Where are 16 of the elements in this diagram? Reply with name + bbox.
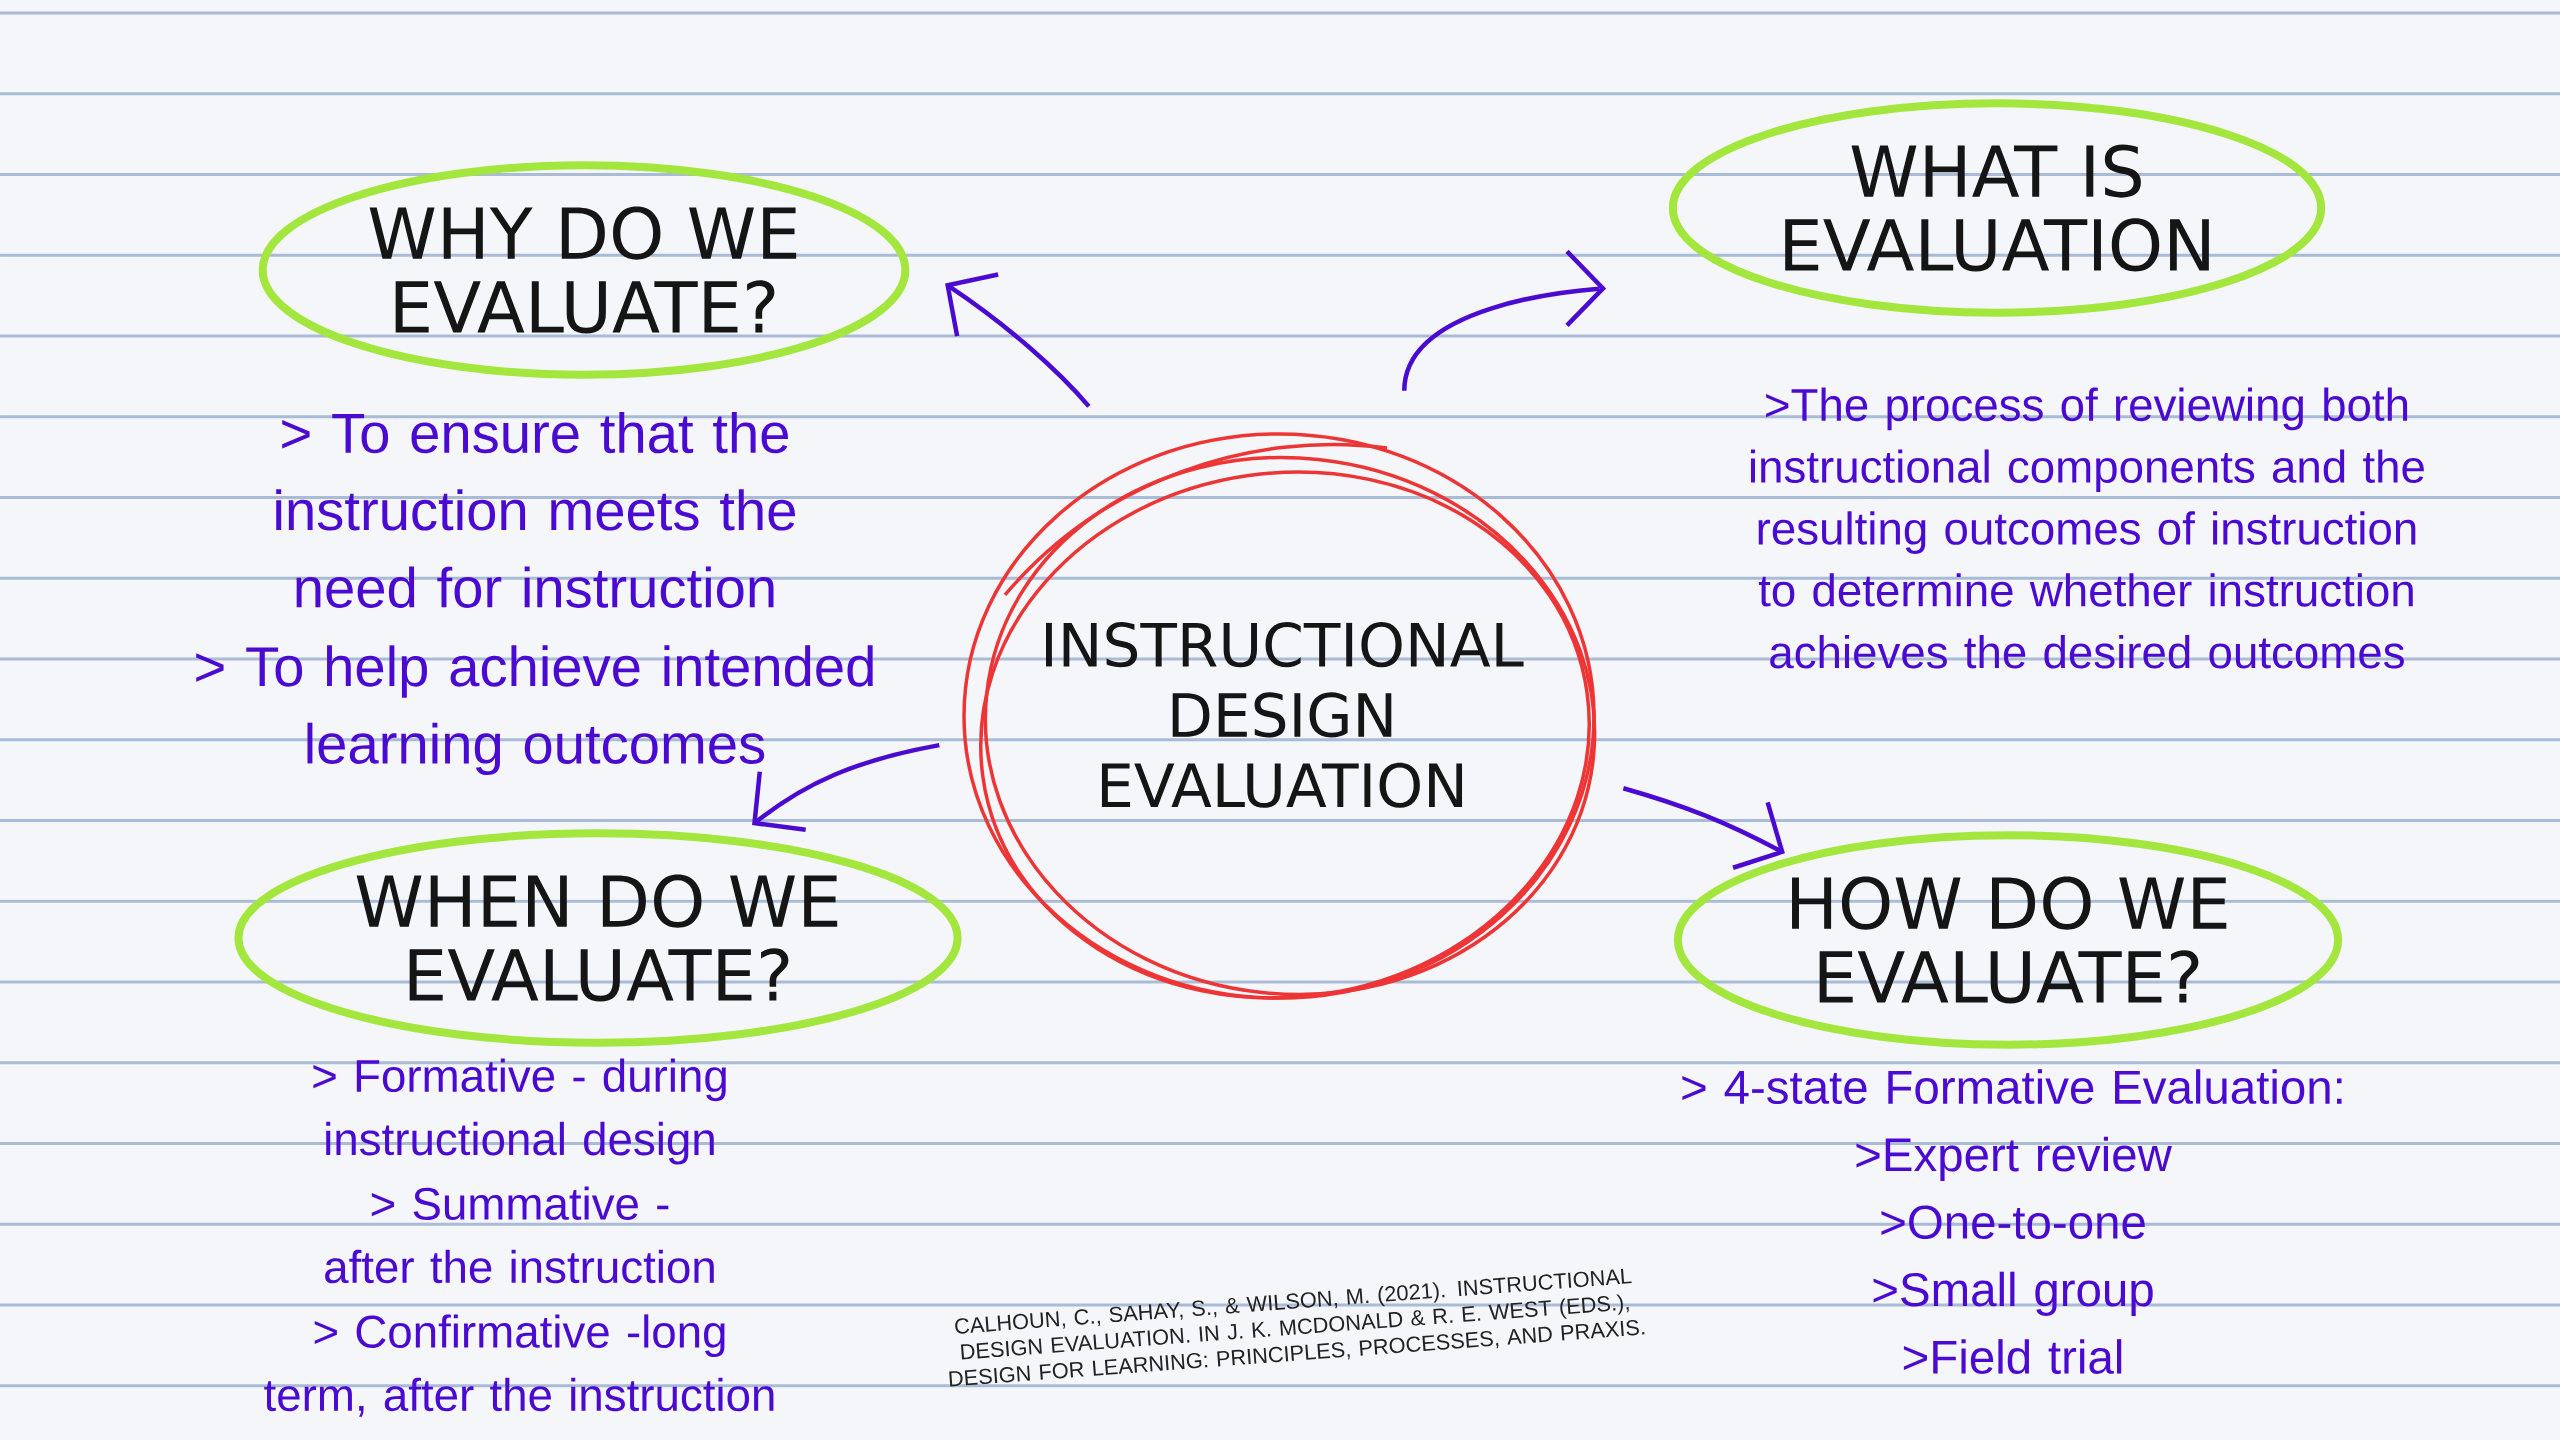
bullet-text: > Summative - after the instruction — [325, 1186, 714, 1284]
bullet-text: >The process of reviewing both instructional components and the resulting outcomes of instruction to determine whether instruction achieves the desired outcomes — [1751, 387, 2424, 669]
bullet-text: >Field trial — [1903, 1339, 2122, 1374]
bullet-text: >One-to-one — [1881, 1205, 2145, 1240]
arrow — [1622, 786, 1785, 870]
bullet-text: > To help achieve intended learning outcomes — [196, 645, 873, 776]
bullet-text: >Small group — [1873, 1271, 2153, 1316]
bullet-text: > To ensure that the instruction meets the need for instruction — [276, 412, 795, 608]
citation-text: CALHOUN, C., SAHAY, S., & WILSON, M. (2021). INSTRUCTIONAL DESIGN EVALUATION. IN J. K. MCDONALD & R. E. WEST (EDS.), DESIGN FOR LEARNING: PRINCIPLES, PROCESSES, AND PRAXIS. — [949, 1268, 1645, 1387]
bullet-text: > Confirmative -long term, after the instruction — [264, 1314, 774, 1417]
bullet-text: >Expert review — [1856, 1136, 2172, 1181]
bullet-text: > 4-state Formative Evaluation: — [1682, 1069, 2342, 1105]
arrow — [945, 272, 1091, 408]
arrow — [752, 742, 940, 833]
arrow — [1402, 249, 1607, 392]
bullet-text: > Formative - during instructional design — [313, 1058, 726, 1165]
